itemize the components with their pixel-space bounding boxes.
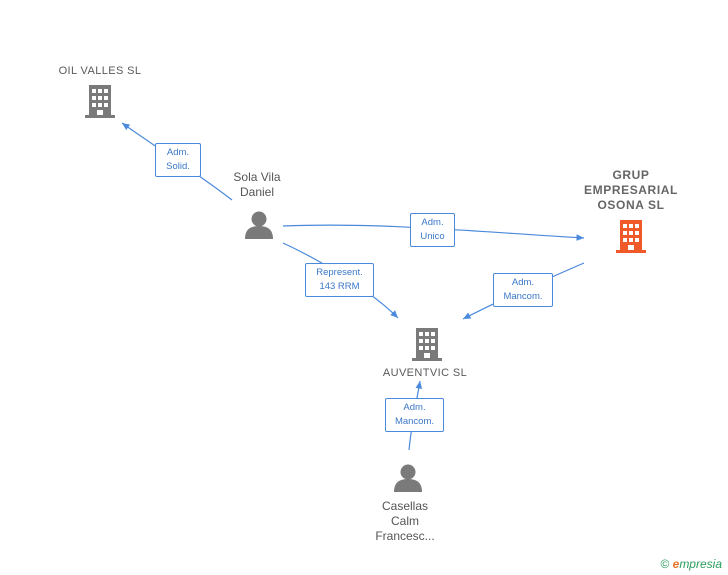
edge-label-line: Adm. — [403, 402, 426, 413]
node-label-sola-vila[interactable]: Sola Vila Daniel — [207, 170, 307, 200]
node-label-line: GRUP — [612, 168, 650, 182]
edge-label-adm-solid: Adm. Solid. — [155, 143, 201, 177]
edge-label-line: Solid. — [166, 161, 190, 172]
node-label-line: Casellas — [381, 499, 429, 513]
empresia-watermark: © empresia — [660, 557, 722, 571]
company-building-icon-auventvic[interactable] — [412, 328, 442, 361]
edge-label-line: 143 RRM — [319, 281, 360, 292]
node-label-casellas[interactable]: Casellas Calm Francesc... — [355, 499, 455, 544]
node-label-line: Francesc... — [375, 529, 435, 543]
edge-label-line: Unico — [420, 231, 445, 242]
brand-initial: e — [672, 557, 680, 571]
edge-label-line: Mancom. — [503, 291, 543, 302]
node-label-line: Daniel — [239, 185, 275, 199]
edge-label-represent-143-rrm: Represent. 143 RRM — [305, 263, 374, 297]
node-label-grup-empresarial[interactable]: GRUP EMPRESARIAL OSONA SL — [571, 168, 691, 213]
edge-label-adm-mancom-grup: Adm. Mancom. — [493, 273, 553, 307]
node-label-line: Calm — [390, 514, 419, 528]
node-label-oil-valles[interactable]: OIL VALLES SL — [58, 65, 142, 77]
edge-label-line: Adm. — [511, 277, 535, 288]
node-label-line: EMPRESARIAL — [584, 183, 678, 197]
brand-name: mpresia — [679, 557, 722, 571]
person-icon-casellas[interactable] — [394, 464, 422, 493]
person-icon-sola-vila[interactable] — [245, 211, 273, 240]
edge-label-line: Mancom. — [394, 416, 435, 427]
edge-label-line: Adm. — [166, 147, 190, 158]
company-building-icon-grup-empresarial[interactable] — [616, 220, 646, 253]
copyright-symbol: © — [660, 557, 670, 571]
node-label-auventvic[interactable]: AUVENTVIC SL — [382, 367, 468, 379]
edge-label-adm-mancom-casellas: Adm. Mancom. — [385, 398, 444, 432]
edge-label-line: Adm. — [421, 217, 444, 228]
node-label-line: OSONA SL — [597, 198, 665, 212]
edge-label-adm-unico: Adm. Unico — [410, 213, 455, 247]
node-label-line: Sola Vila — [233, 170, 281, 184]
edge-label-line: Represent. — [316, 267, 363, 278]
company-building-icon-oil-valles[interactable] — [85, 85, 115, 118]
